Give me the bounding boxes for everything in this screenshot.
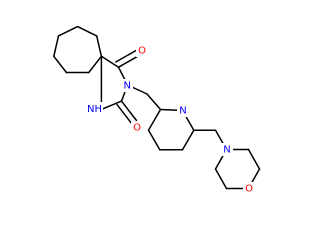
atom-N-morpholine: N bbox=[221, 143, 233, 156]
cycloheptane-ring bbox=[53, 25, 103, 74]
atom-O-morpholine: O bbox=[243, 182, 255, 195]
structure-drawing: NH N O O N N O bbox=[53, 25, 261, 195]
molecule-diagram: NH N O O N N O bbox=[53, 25, 261, 195]
atom-label-o-morpholine: O bbox=[245, 184, 253, 195]
atom-NH: NH bbox=[86, 102, 103, 115]
atom-label-n-imide: N bbox=[124, 81, 131, 92]
atom-label-n-morpholine: N bbox=[223, 145, 230, 156]
atom-N-piperidine: N bbox=[177, 104, 189, 117]
atom-O-lower: O bbox=[131, 121, 143, 134]
atom-label-n-piperidine: N bbox=[179, 106, 186, 117]
hydantoin-ring bbox=[100, 48, 142, 125]
atom-label-nh: NH bbox=[87, 104, 102, 115]
atom-label-o-lower: O bbox=[133, 123, 141, 134]
atom-label-o-upper: O bbox=[138, 46, 146, 57]
piperidine-ring bbox=[126, 84, 195, 151]
atom-O-upper: O bbox=[136, 44, 148, 57]
atom-N-imide: N bbox=[121, 79, 133, 92]
